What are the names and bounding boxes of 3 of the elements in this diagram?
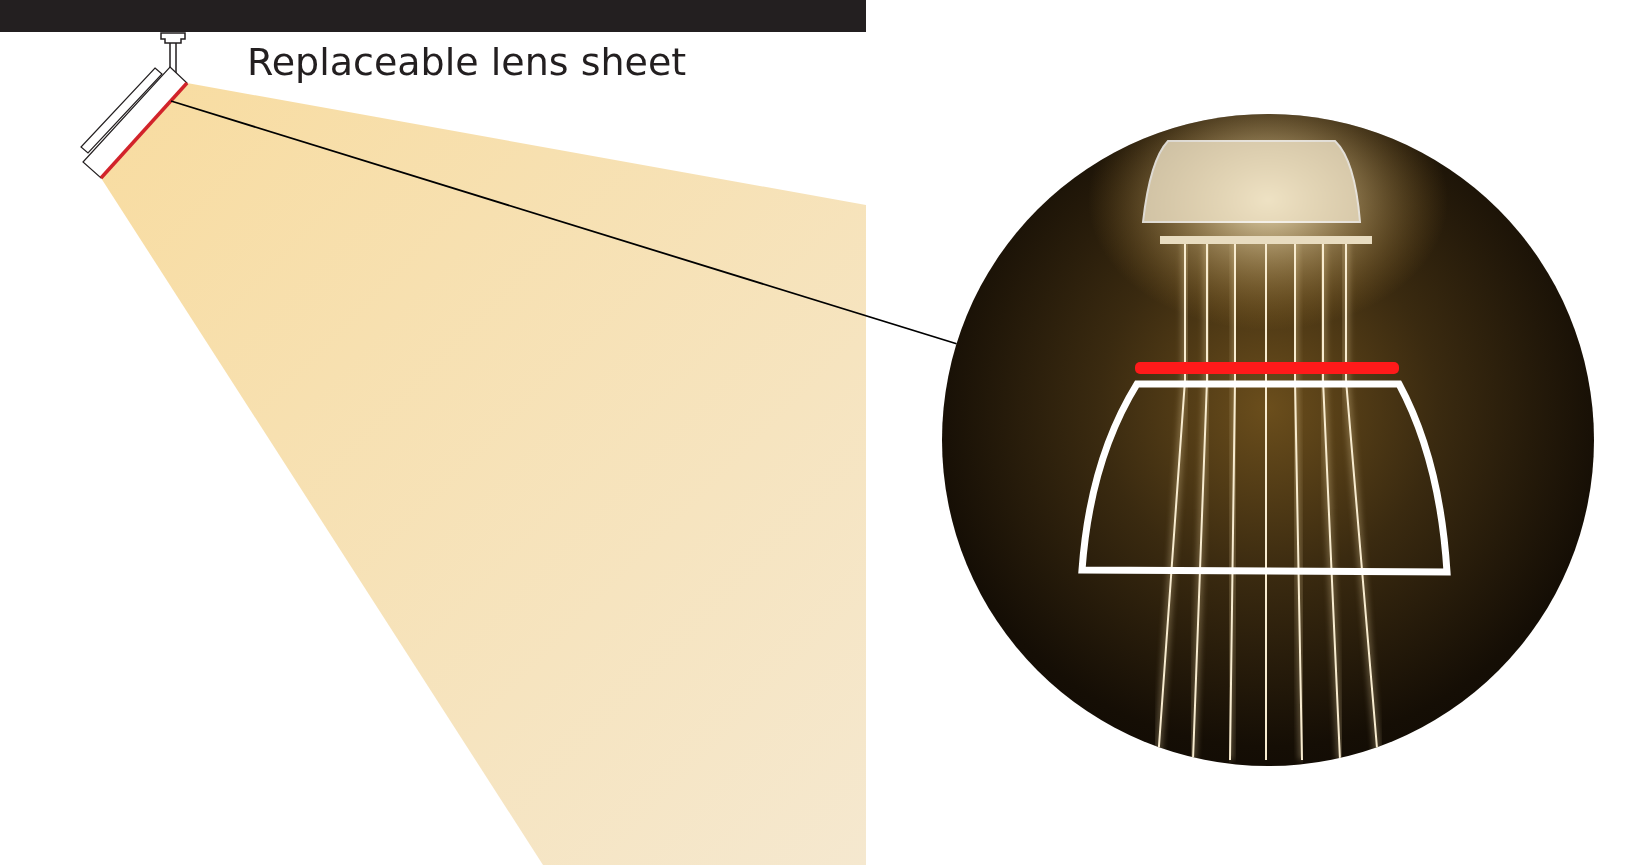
callout-label: Replaceable lens sheet — [247, 40, 687, 84]
leader-line — [170, 100, 958, 345]
lens-sheet — [99, 81, 189, 180]
